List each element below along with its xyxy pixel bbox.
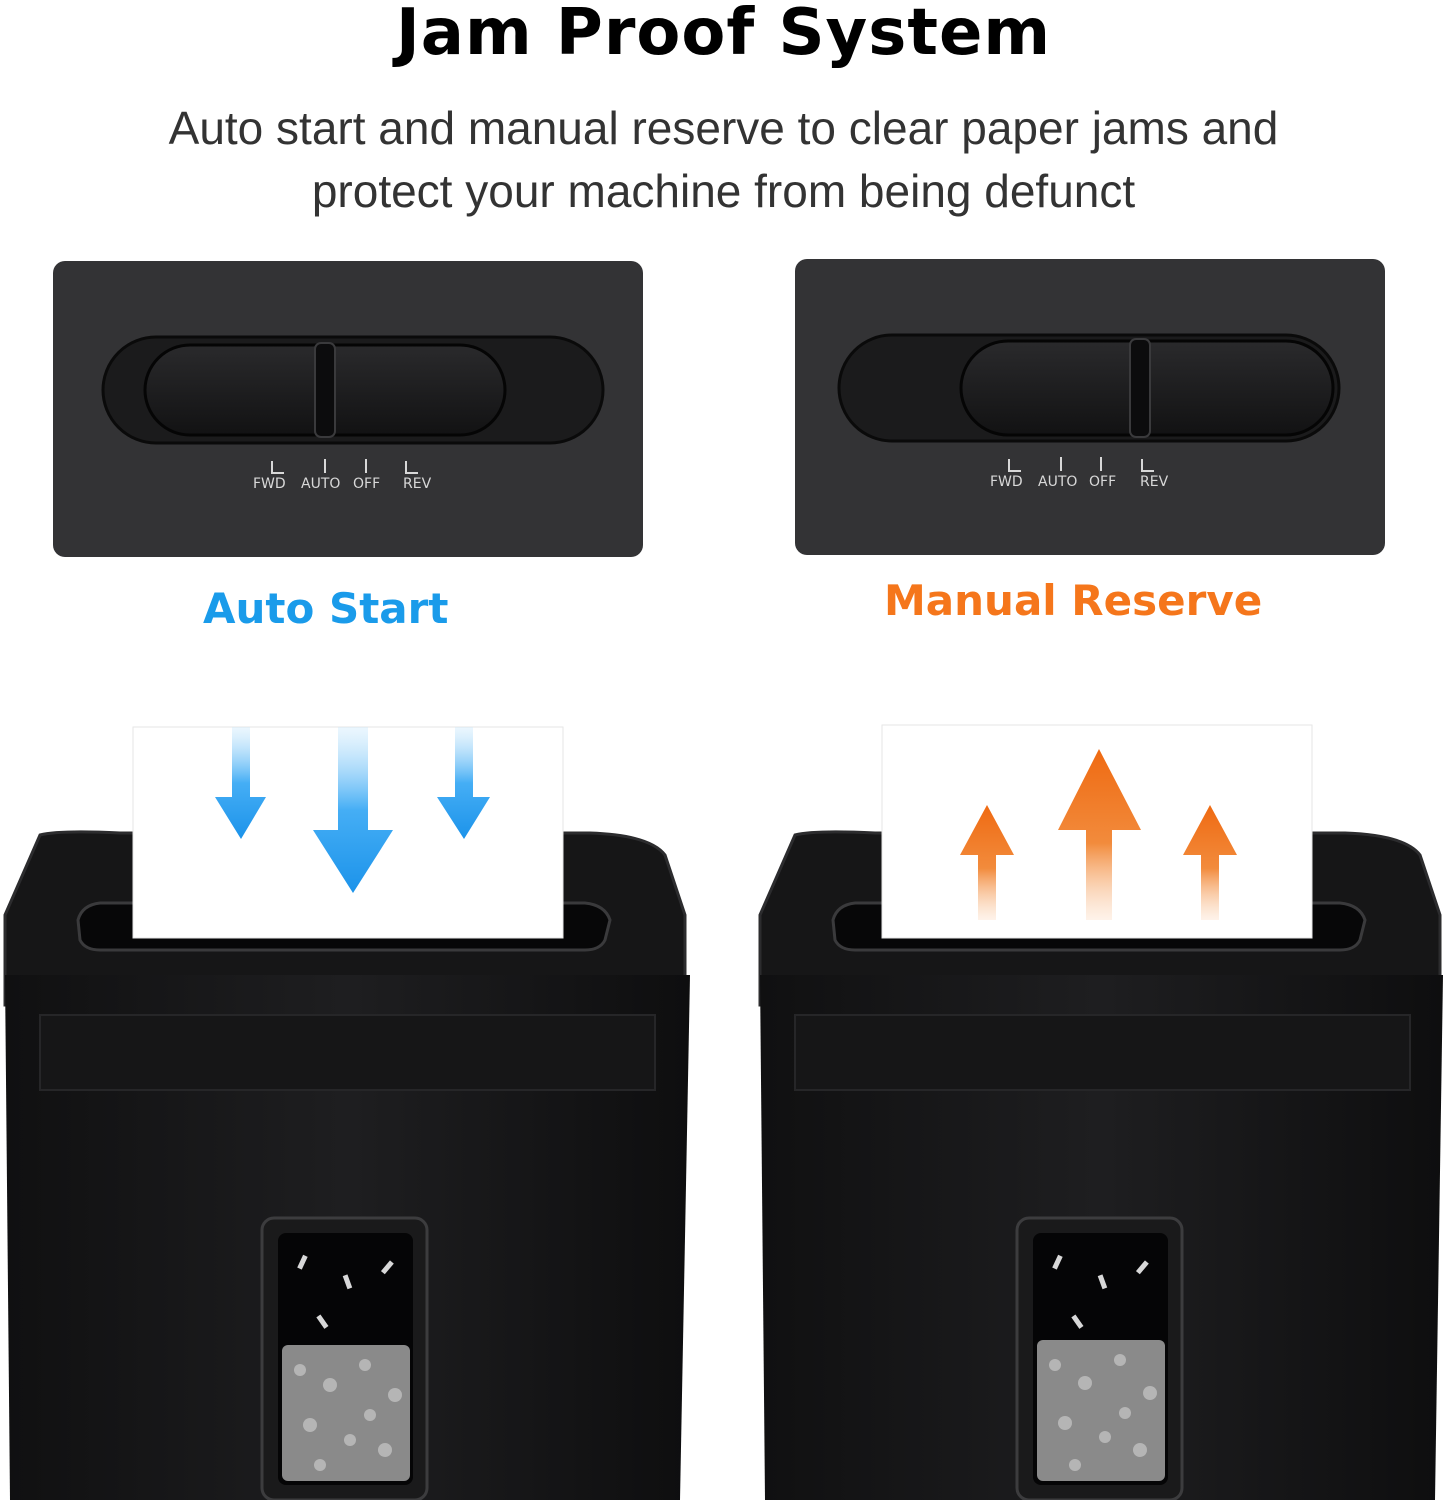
label-rev: REV: [1140, 474, 1169, 490]
subtitle-line-2: protect your machine from being defunct: [311, 165, 1136, 217]
switch-graphic: [837, 333, 1341, 472]
up-arrow-icon: [960, 749, 1237, 920]
subtitle-line-1: Auto start and manual reserve to clear p…: [168, 102, 1279, 154]
switch-graphic: [101, 335, 605, 474]
manual-reserve-label: Manual Reserve: [884, 576, 1263, 625]
shredder-illustration: [3, 726, 690, 1500]
label-rev: REV: [403, 476, 432, 492]
label-auto: AUTO: [1038, 474, 1078, 490]
control-panel-auto: FWD AUTO OFF REV: [53, 261, 643, 557]
down-arrow-icon: [215, 727, 490, 893]
control-panel-reserve: FWD AUTO OFF REV: [795, 259, 1385, 555]
label-off: OFF: [1089, 474, 1117, 490]
label-fwd: FWD: [990, 474, 1023, 490]
shredder-illustration: [758, 724, 1443, 1500]
label-auto: AUTO: [301, 476, 341, 492]
auto-start-label: Auto Start: [203, 584, 449, 633]
label-off: OFF: [353, 476, 381, 492]
page-title: Jam Proof System: [395, 0, 1052, 70]
shredder-auto-start: [0, 715, 700, 1500]
label-fwd: FWD: [253, 476, 286, 492]
shredder-manual-reserve: [755, 715, 1447, 1500]
